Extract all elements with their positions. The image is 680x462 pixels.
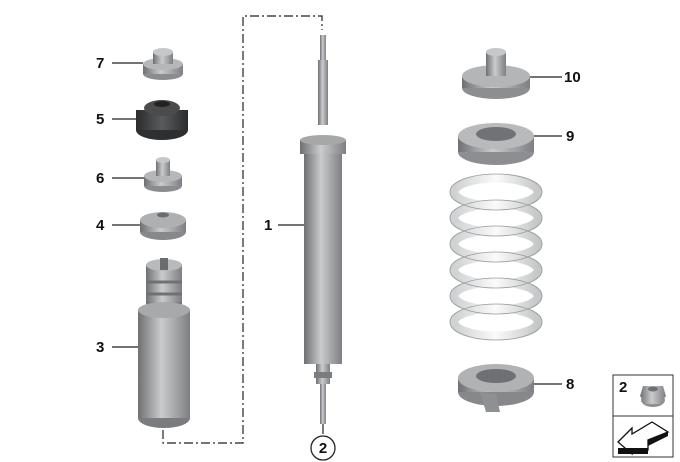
part-4-support-plate [140, 212, 186, 240]
callout-8: 8 [566, 376, 574, 393]
leader-lines [112, 62, 562, 434]
callout-3: 3 [96, 339, 104, 356]
part-8-lower-spring-pad [458, 364, 534, 412]
part-7-nut [143, 48, 183, 80]
callout-7: 7 [96, 55, 104, 72]
callout-4: 4 [96, 217, 105, 234]
callout-2-circle [310, 435, 336, 461]
arrow-icon [617, 421, 670, 456]
part-1-shock-absorber [300, 35, 346, 424]
callout-6: 6 [96, 170, 104, 187]
nut-icon [640, 386, 666, 407]
callout-10: 10 [564, 69, 581, 86]
callout-9: 9 [566, 128, 574, 145]
part-10-spring-cap [462, 48, 530, 99]
part-6-washer [144, 157, 182, 192]
part-3-bump-stop [138, 258, 190, 428]
inset-label: 2 [619, 379, 627, 396]
connector-line [162, 15, 323, 444]
inset-box: 2 [612, 374, 674, 458]
coil-spring [449, 173, 543, 341]
part-5-rubber-mount [136, 100, 188, 140]
part-9-spring-pad [458, 123, 534, 165]
callout-2: 2 [319, 440, 327, 457]
callout-5: 5 [96, 111, 104, 128]
callout-1: 1 [264, 217, 272, 234]
